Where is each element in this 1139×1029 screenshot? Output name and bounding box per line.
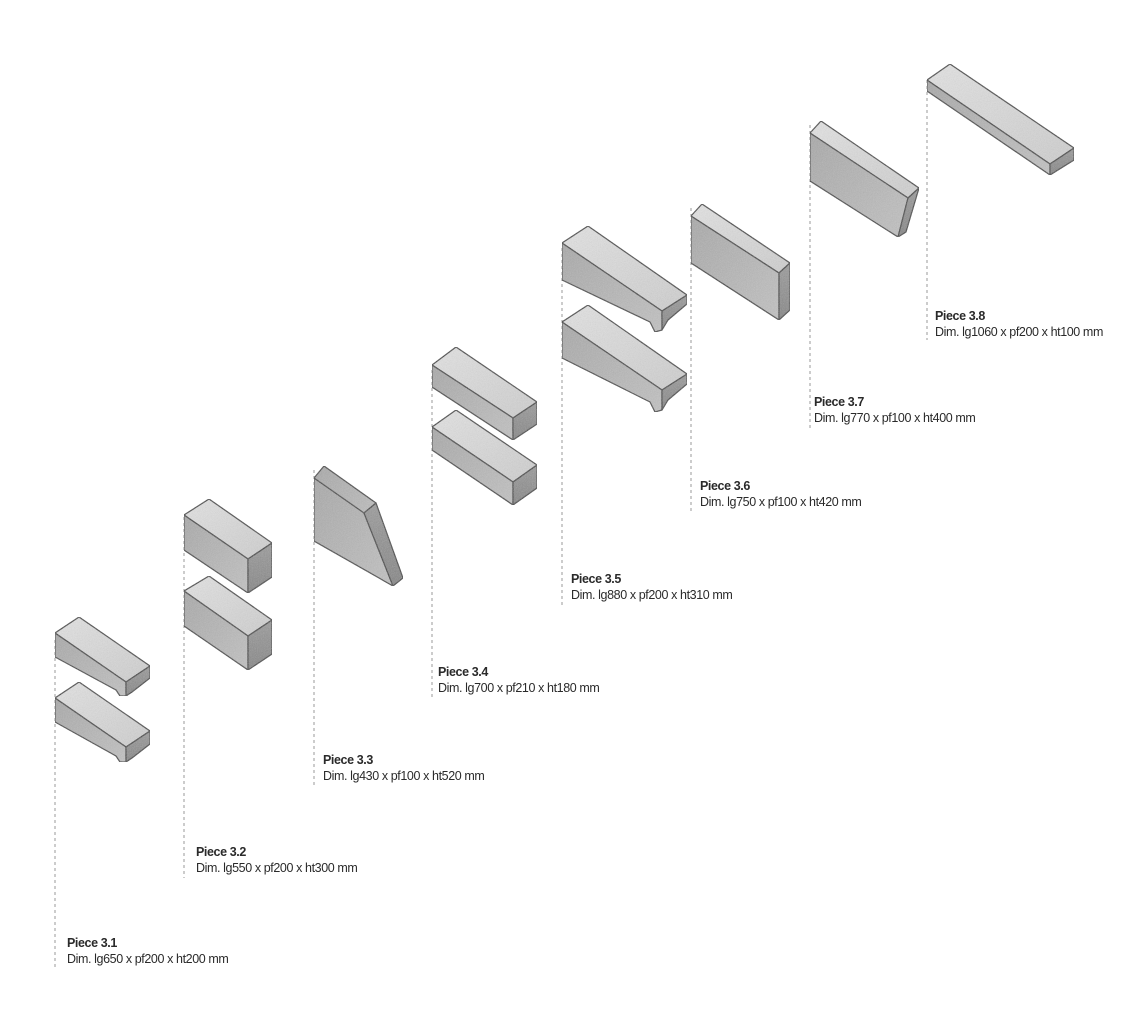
piece-3-4-title: Piece 3.4	[438, 665, 488, 679]
piece-3-7-label: Piece 3.7 Dim. lg770 x pf100 x ht400 mm	[814, 394, 976, 426]
piece-3-1-title: Piece 3.1	[67, 936, 117, 950]
piece-3-2-block-lower	[183, 575, 273, 671]
piece-3-4-block-lower	[431, 409, 538, 506]
piece-3-2-label: Piece 3.2 Dim. lg550 x pf200 x ht300 mm	[196, 844, 358, 876]
piece-3-6-block	[690, 203, 791, 321]
piece-3-8-dimensions: Dim. lg1060 x pf200 x ht100 mm	[935, 325, 1103, 339]
piece-3-2-title: Piece 3.2	[196, 845, 246, 859]
piece-3-7-block	[809, 120, 920, 238]
piece-3-5-block-upper	[561, 225, 688, 333]
piece-3-4-label: Piece 3.4 Dim. lg700 x pf210 x ht180 mm	[438, 664, 600, 696]
piece-3-1-label: Piece 3.1 Dim. lg650 x pf200 x ht200 mm	[67, 935, 229, 967]
piece-3-8-title: Piece 3.8	[935, 309, 985, 323]
piece-3-5-label: Piece 3.5 Dim. lg880 x pf200 x ht310 mm	[571, 571, 733, 603]
piece-3-3-block	[313, 465, 404, 587]
piece-3-2-block-upper	[183, 498, 273, 594]
piece-3-5-dimensions: Dim. lg880 x pf200 x ht310 mm	[571, 588, 733, 602]
piece-3-1-block-upper	[54, 616, 151, 697]
piece-3-5-title: Piece 3.5	[571, 572, 621, 586]
piece-3-7-dimensions: Dim. lg770 x pf100 x ht400 mm	[814, 411, 976, 425]
piece-3-3-dimensions: Dim. lg430 x pf100 x ht520 mm	[323, 769, 485, 783]
piece-3-3-title: Piece 3.3	[323, 753, 373, 767]
piece-3-4-block-upper	[431, 346, 538, 441]
piece-3-3-label: Piece 3.3 Dim. lg430 x pf100 x ht520 mm	[323, 752, 485, 784]
piece-3-5-block-lower	[561, 304, 688, 413]
piece-3-2-dimensions: Dim. lg550 x pf200 x ht300 mm	[196, 861, 358, 875]
piece-3-8-label: Piece 3.8 Dim. lg1060 x pf200 x ht100 mm	[935, 308, 1103, 340]
leader-lines	[54, 80, 928, 968]
piece-3-1-block-lower	[54, 681, 151, 763]
piece-3-6-label: Piece 3.6 Dim. lg750 x pf100 x ht420 mm	[700, 478, 862, 510]
piece-3-1-dimensions: Dim. lg650 x pf200 x ht200 mm	[67, 952, 229, 966]
piece-3-8-block	[926, 63, 1075, 176]
piece-3-6-dimensions: Dim. lg750 x pf100 x ht420 mm	[700, 495, 862, 509]
piece-3-6-title: Piece 3.6	[700, 479, 750, 493]
piece-3-4-dimensions: Dim. lg700 x pf210 x ht180 mm	[438, 681, 600, 695]
piece-3-7-title: Piece 3.7	[814, 395, 864, 409]
